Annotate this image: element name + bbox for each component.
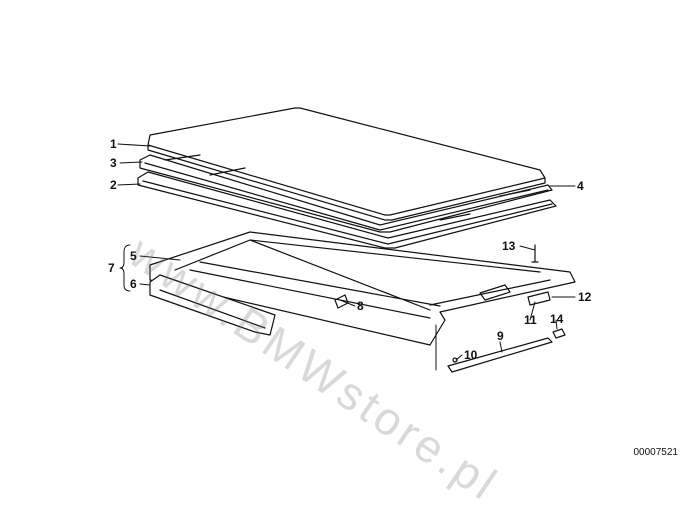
callout-7: 7 — [108, 261, 115, 275]
callout-13: 13 — [502, 239, 516, 253]
frame-seal — [137, 154, 557, 249]
callout-9: 9 — [497, 329, 504, 343]
callout-4: 4 — [577, 179, 584, 193]
leader-lines — [117, 143, 576, 371]
diagram-reference-number: 00007521 — [633, 447, 679, 458]
callout-1: 1 — [110, 137, 117, 151]
group-bracket — [119, 244, 131, 292]
callout-2: 2 — [110, 178, 117, 192]
glass-panel — [147, 107, 546, 221]
slide-rail — [447, 337, 553, 373]
parts-diagram: www.BMWstore.pl 1 2 3 4 5 6 7 8 9 10 11 … — [108, 107, 679, 511]
callout-5: 5 — [130, 249, 137, 263]
callout-6: 6 — [130, 277, 137, 291]
tray-frame — [149, 231, 576, 346]
diagram-drawing — [117, 107, 576, 373]
callout-14: 14 — [550, 312, 564, 326]
callout-11: 11 — [524, 313, 537, 327]
callout-12: 12 — [578, 290, 592, 304]
callout-8: 8 — [357, 299, 364, 313]
callout-10: 10 — [464, 348, 478, 362]
callout-3: 3 — [110, 156, 117, 170]
side-panel — [149, 274, 276, 336]
